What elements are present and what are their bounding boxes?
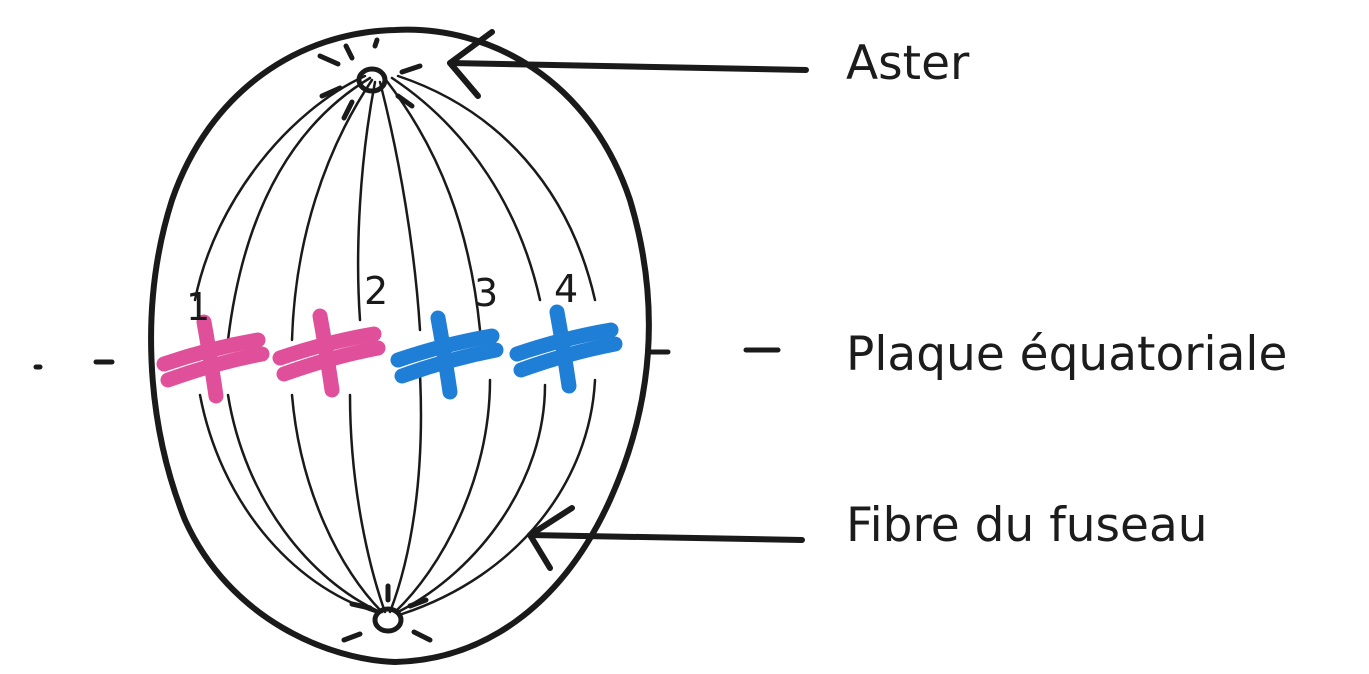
- chromosome-4: 4: [517, 267, 615, 386]
- aster-arrow: [450, 32, 806, 96]
- aster-bottom-icon: [344, 586, 430, 640]
- spindle-fibres-bottom: [200, 375, 595, 614]
- chromosome-number-3: 3: [474, 271, 498, 315]
- spindle-fibres-top: [195, 76, 595, 340]
- chromosome-number-4: 4: [554, 267, 578, 311]
- chromosome-group: 1 2 3 4: [164, 267, 615, 396]
- fibre-arrow: [530, 508, 802, 568]
- chromosome-number-2: 2: [364, 269, 388, 313]
- chromosome-number-1: 1: [186, 285, 210, 329]
- chromosome-1: 1: [164, 285, 262, 396]
- aster-label: Aster: [846, 40, 969, 87]
- spindle-fibre-label: Fibre du fuseau: [846, 502, 1208, 549]
- chromosome-3: 3: [398, 271, 498, 392]
- equatorial-plate-label: Plaque équatoriale: [846, 331, 1287, 378]
